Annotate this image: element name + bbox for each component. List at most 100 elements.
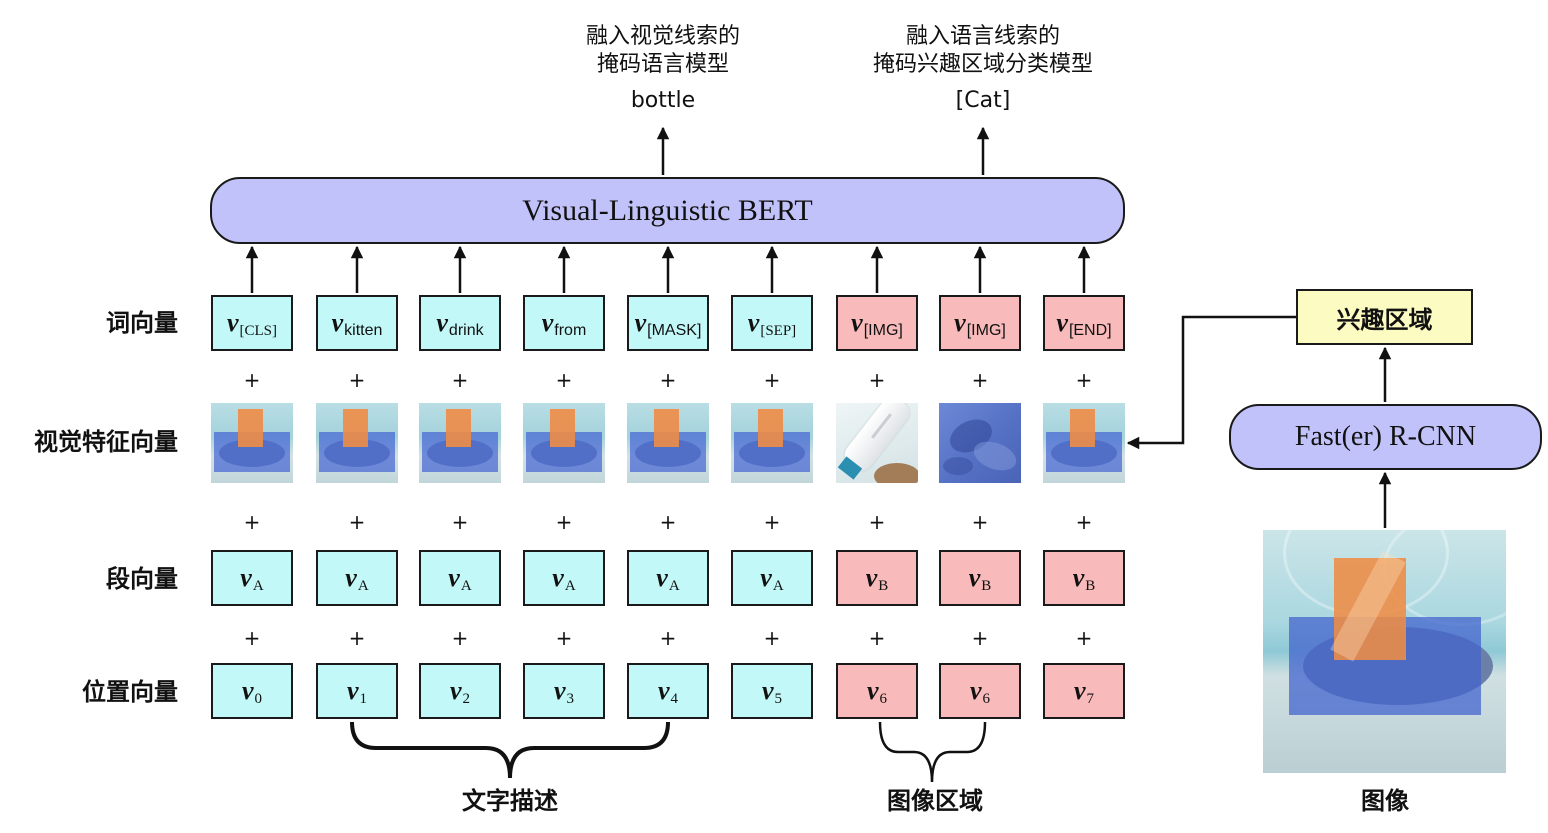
token-subscript: [IMG] <box>863 322 903 339</box>
plus-sign: + <box>1075 626 1093 650</box>
bottle-region-box <box>654 409 679 447</box>
token-subscript: kitten <box>344 322 383 339</box>
segment-subscript: A <box>460 577 472 594</box>
plus-sign: + <box>451 510 469 534</box>
plus-sign: + <box>451 368 469 392</box>
vector-symbol: v <box>968 563 981 592</box>
masked-roi-classification-head: 融入语言线索的 掩码兴趣区域分类模型 [Cat] <box>833 23 1133 115</box>
text-description-brace <box>350 721 670 779</box>
position-subscript: 6 <box>879 690 888 707</box>
plus-sign: + <box>348 368 366 392</box>
plus-sign: + <box>868 626 886 650</box>
plus-sign: + <box>555 368 573 392</box>
vector-symbol: v <box>866 676 879 705</box>
vector-symbol: v <box>634 308 647 337</box>
position-subscript: 3 <box>566 690 575 707</box>
segment-subscript: B <box>981 577 992 594</box>
token-subscript: [CLS] <box>239 322 278 339</box>
vector-symbol: v <box>656 563 668 592</box>
segment-subscript: B <box>878 577 889 594</box>
vector-symbol: v <box>1072 563 1085 592</box>
image-regions-brace <box>878 721 987 783</box>
bottle-region-thumbnail <box>836 403 918 483</box>
token-embedding-row-label: 词向量 <box>106 309 178 337</box>
token-arrow-group <box>245 245 1091 293</box>
plus-sign: + <box>763 368 781 392</box>
input-image <box>1263 530 1506 773</box>
plus-sign: + <box>971 626 989 650</box>
plus-sign: + <box>868 368 886 392</box>
cat-region-thumbnail <box>939 403 1021 483</box>
head-output-word: bottle <box>630 88 696 113</box>
bottle-region-box <box>1070 409 1095 447</box>
full-image-thumbnail <box>523 403 605 483</box>
token-vector-box: v[CLS] <box>211 295 293 351</box>
vector-symbol: v <box>436 308 448 337</box>
bottle-region-box <box>446 409 471 447</box>
token-subscript: drink <box>448 322 484 339</box>
plus-sign: + <box>555 626 573 650</box>
head-output-label: [Cat] <box>955 88 1011 113</box>
vector-symbol: v <box>552 563 564 592</box>
bert-label: Visual-Linguistic BERT <box>522 193 813 227</box>
token-vector-box: v[END] <box>1043 295 1125 351</box>
vector-symbol: v <box>241 676 254 705</box>
head-title-line: 融入视觉线索的 <box>585 24 740 49</box>
bottle-region-box <box>1334 558 1406 660</box>
token-vector-box: v[IMG] <box>836 295 918 351</box>
full-image-thumbnail <box>627 403 709 483</box>
cat-fur-shape <box>943 457 973 475</box>
full-image-thumbnail <box>419 403 501 483</box>
vector-symbol: v <box>865 563 878 592</box>
position-subscript: 7 <box>1086 690 1095 707</box>
vector-symbol: v <box>240 563 252 592</box>
full-image-thumbnail <box>731 403 813 483</box>
plus-sign: + <box>971 510 989 534</box>
segment-subscript: A <box>564 577 576 594</box>
vector-symbol: v <box>760 563 772 592</box>
vector-symbol: v <box>553 676 566 705</box>
regions-of-interest-box: 兴趣区域 <box>1296 289 1473 345</box>
vector-symbol: v <box>345 563 357 592</box>
vector-symbol: v <box>954 308 966 337</box>
plus-sign: + <box>1075 368 1093 392</box>
position-subscript: 4 <box>670 690 679 707</box>
vector-symbol: v <box>761 676 774 705</box>
token-vector-box: v[IMG] <box>939 295 1021 351</box>
roi-label: 兴趣区域 <box>1336 305 1433 334</box>
full-image-thumbnail <box>211 403 293 483</box>
token-subscript: [END] <box>1068 322 1112 339</box>
plus-sign: + <box>451 626 469 650</box>
segment-subscript: B <box>1085 577 1096 594</box>
vector-symbol: v <box>747 308 760 337</box>
plus-sign: + <box>659 626 677 650</box>
plus-sign: + <box>659 510 677 534</box>
token-subscript: [SEP] <box>760 322 797 339</box>
visual-feature-row-label: 视觉特征向量 <box>34 428 178 456</box>
position-subscript: 0 <box>254 690 263 707</box>
text-description-label: 文字描述 <box>462 787 558 815</box>
segment-subscript: A <box>252 577 264 594</box>
vector-symbol: v <box>1056 308 1068 337</box>
token-vector-box: v[SEP] <box>731 295 813 351</box>
segment-subscript: A <box>357 577 369 594</box>
position-embedding-row-label: 位置向量 <box>82 678 178 706</box>
plus-sign: + <box>1075 510 1093 534</box>
segment-subscript: A <box>772 577 784 594</box>
input-image-label: 图像 <box>1361 787 1409 815</box>
vector-symbol: v <box>331 308 344 337</box>
position-subscript: 2 <box>462 690 471 707</box>
vector-symbol: v <box>969 676 982 705</box>
cat-paw-shape <box>874 463 918 483</box>
plus-sign: + <box>659 368 677 392</box>
